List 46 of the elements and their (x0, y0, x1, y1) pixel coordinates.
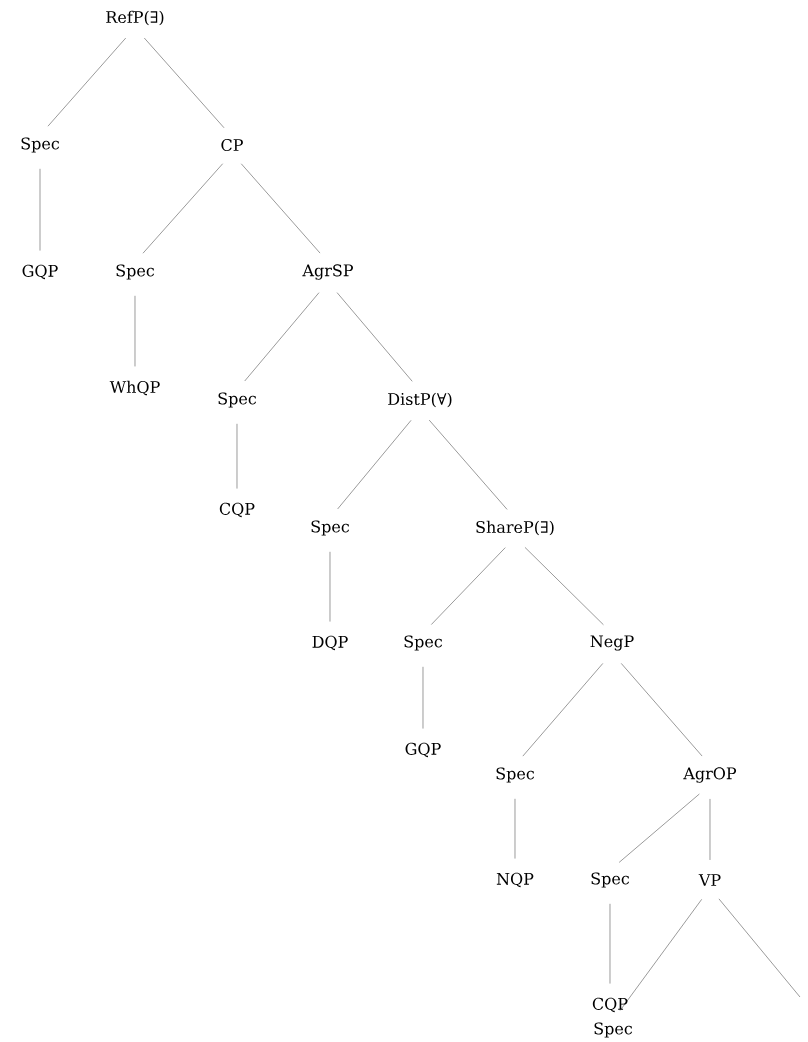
branch-line (244, 292, 320, 382)
tree-label: CQP (592, 997, 628, 1013)
branch-line (621, 663, 703, 757)
branch-line (431, 547, 506, 625)
tree-label: GQP (405, 742, 441, 758)
tree-label: WhQP (109, 380, 160, 396)
branch-line (134, 295, 136, 367)
branch-line (609, 903, 611, 984)
branch-line (524, 547, 604, 625)
tree-label: AgrOP (683, 767, 737, 783)
branch-line (236, 423, 238, 489)
branch-line (329, 551, 331, 622)
branch-line (709, 798, 711, 861)
tree-label: ShareP(∃) (476, 520, 554, 536)
branch-line (718, 898, 801, 998)
branch-line (429, 419, 508, 510)
branch-line (47, 37, 126, 127)
tree-label: GQP (22, 264, 58, 280)
tree-label: NegP (590, 635, 634, 651)
branch-line (422, 666, 424, 729)
branch-line (144, 37, 225, 128)
tree-label: AgrSP (302, 264, 353, 280)
branch-line (514, 798, 516, 859)
tree-label: VP (698, 874, 721, 886)
tree-label: CP (221, 138, 243, 152)
tree-label: NQP (496, 872, 534, 888)
tree-label: Spec (21, 137, 60, 153)
tree-label: Spec (496, 767, 535, 783)
branch-line (142, 163, 223, 254)
branch-line (522, 663, 604, 757)
tree-label: Spec (218, 392, 257, 408)
tree-label: DistP(∀) (388, 392, 452, 408)
branch-line (337, 420, 412, 510)
branch-line (619, 899, 702, 1011)
tree-label: Spec (594, 1022, 633, 1038)
branch-line (618, 793, 700, 863)
tree-label: Spec (404, 635, 443, 651)
tree-label: Spec (591, 872, 630, 888)
tree-label: RefP(∃) (106, 10, 164, 26)
tree-label: DQP (312, 635, 348, 651)
tree-label: CQP (219, 502, 255, 518)
branch-line (336, 292, 413, 382)
tree-label: Spec (116, 264, 155, 280)
branch-line (39, 168, 41, 251)
branch-line (241, 163, 321, 254)
tree-label: Spec (311, 520, 350, 536)
